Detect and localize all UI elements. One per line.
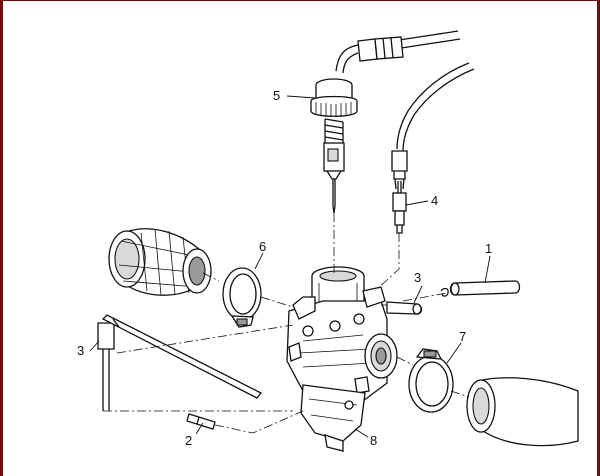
leader-lines [89,95,491,438]
part-2-drain-hose [186,413,216,430]
part-8-carburetor [286,266,398,452]
callout-3-right: 3 [414,270,421,285]
diagram-canvas: 1 2 3 3 4 5 6 7 8 [77,30,579,452]
callout-labels: 1 2 3 3 4 5 6 7 8 [77,88,492,448]
air-box-hose [466,377,579,447]
part-7-clamp [408,348,454,413]
part-3-vent-hose-left [97,322,115,411]
part-6-clamp [222,267,262,328]
throttle-cable [335,30,461,74]
part-3-vent-hose-right [386,301,423,315]
callout-6: 6 [259,239,266,254]
intake-boot [108,228,212,296]
callout-1: 1 [485,241,492,256]
callout-7: 7 [459,329,466,344]
assembly-lines [103,213,470,434]
part-5-throttle-valve-assembly [310,78,358,214]
callout-4: 4 [431,193,438,208]
choke-cable [391,62,475,180]
part-1-hose [440,280,521,297]
drain-rod [101,314,263,399]
callout-3-left: 3 [77,343,84,358]
callout-2: 2 [185,433,192,448]
callout-5: 5 [273,88,280,103]
callout-8: 8 [370,433,377,448]
part-4-choke-plunger [392,178,407,234]
